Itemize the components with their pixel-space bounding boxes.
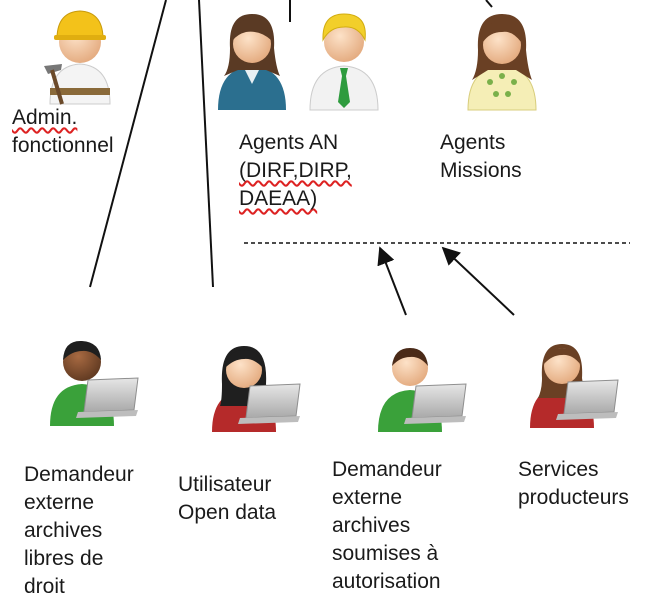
label-line: autorisation (332, 570, 441, 593)
label-line: Demandeur (24, 463, 134, 486)
connector-line (89, 0, 167, 288)
label-line: Demandeur (332, 458, 442, 481)
arrow (377, 246, 407, 316)
label-line: Admin. (12, 106, 78, 129)
label-line: DAEAA) (239, 187, 318, 210)
role-label-demandeur-soumises: Demandeur externe archives soumises à au… (332, 456, 442, 596)
label-line: soumises à (332, 542, 439, 565)
connector-line (198, 0, 214, 288)
label-line: Open data (178, 501, 277, 524)
label-line: producteurs (518, 486, 629, 509)
label-line: externe (24, 491, 95, 514)
connector-line (485, 0, 493, 8)
label-line: archives (24, 519, 103, 542)
label-line: Agents (440, 131, 506, 154)
label-line: libres de (24, 547, 104, 570)
label-line: externe (332, 486, 403, 509)
arrow (441, 246, 515, 316)
user-with-laptop-icon (378, 348, 467, 432)
label-line: (DIRF,DIRP, (239, 159, 352, 182)
label-line: Agents AN (239, 131, 339, 154)
woman-user-icon (218, 14, 286, 110)
role-label-demandeur-libres: Demandeur externe archives libres de dro… (24, 461, 134, 601)
man-with-tie-icon (309, 13, 379, 111)
construction-worker-icon (44, 10, 111, 105)
user-with-laptop-icon (212, 346, 301, 432)
label-line: archives (332, 514, 411, 537)
user-with-laptop-icon (530, 344, 619, 428)
label-line: Missions (440, 159, 522, 182)
role-label-services-producteurs: Services producteurs (518, 456, 629, 512)
role-label-utilisateur-open-data: Utilisateur Open data (178, 471, 276, 527)
user-with-laptop-icon (50, 340, 139, 426)
role-label-agents-an: Agents AN (DIRF,DIRP, DAEAA) (239, 129, 352, 213)
role-label-agents-missions: Agents Missions (440, 129, 522, 185)
role-label-admin: Admin. fonctionnel (12, 104, 114, 160)
label-line: droit (24, 575, 65, 598)
woman-user-icon (467, 14, 537, 111)
label-line: Utilisateur (178, 473, 272, 496)
label-line: fonctionnel (12, 134, 114, 157)
label-line: Services (518, 458, 599, 481)
